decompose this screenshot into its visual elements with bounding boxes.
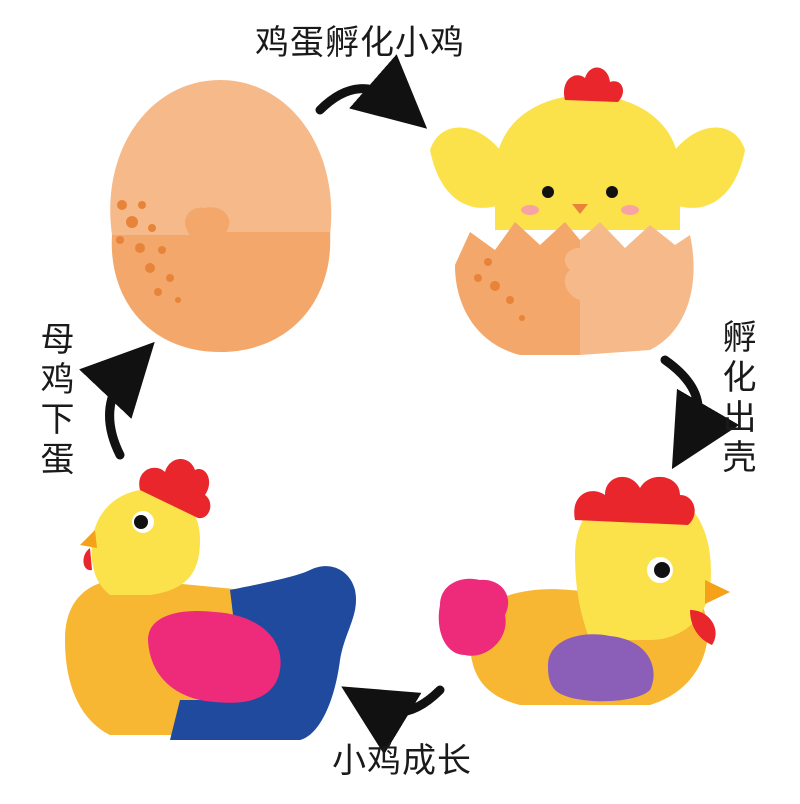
- egg-spots: [116, 200, 181, 303]
- shell-right-piece: [564, 222, 694, 355]
- hatching-chick-puzzle: [430, 67, 745, 355]
- hen-puzzle: [65, 458, 357, 740]
- chick-left-cheek: [521, 205, 539, 215]
- chick-right-cheek: [621, 205, 639, 215]
- label-hatch-out-of-shell: 孵化出壳: [722, 318, 758, 478]
- egg-puzzle: [110, 80, 332, 352]
- young-chicken-eye: [654, 562, 670, 578]
- chick-left-wing: [430, 127, 500, 208]
- chick-right-eye: [606, 186, 618, 198]
- arrow-hen-to-egg: [79, 341, 155, 460]
- arrow-young-to-hen: [341, 685, 445, 755]
- arrow-egg-to-chick: [315, 54, 428, 129]
- label-hen-lays-egg: 母鸡下蛋: [40, 320, 76, 480]
- young-chicken-head: [575, 487, 711, 640]
- young-chicken-wing: [548, 634, 654, 702]
- hen-beak: [80, 530, 97, 548]
- label-chick-grows: 小鸡成长: [332, 741, 472, 781]
- young-chicken-beak: [705, 580, 730, 604]
- chick-left-eye: [542, 186, 554, 198]
- hen-wing: [148, 610, 281, 703]
- hen-wattle: [83, 548, 92, 571]
- arrow-chick-to-young: [660, 355, 740, 470]
- shell-left-piece: [455, 222, 580, 355]
- shell-spots: [474, 258, 525, 321]
- young-chicken-tail: [438, 578, 509, 656]
- young-chicken-puzzle: [438, 476, 730, 705]
- egg-bottom-piece: [111, 207, 331, 352]
- chick-head: [495, 95, 680, 230]
- chick-comb: [564, 67, 624, 102]
- label-egg-hatches-chick: 鸡蛋孵化小鸡: [255, 23, 465, 63]
- hen-comb: [139, 458, 211, 519]
- egg-top-piece: [110, 80, 332, 235]
- hen-head: [91, 489, 200, 595]
- hen-eye: [134, 515, 148, 529]
- young-chicken-comb: [574, 476, 695, 525]
- chick-right-wing: [675, 127, 745, 208]
- young-chicken-wattle: [690, 610, 716, 645]
- chick-beak: [572, 204, 588, 214]
